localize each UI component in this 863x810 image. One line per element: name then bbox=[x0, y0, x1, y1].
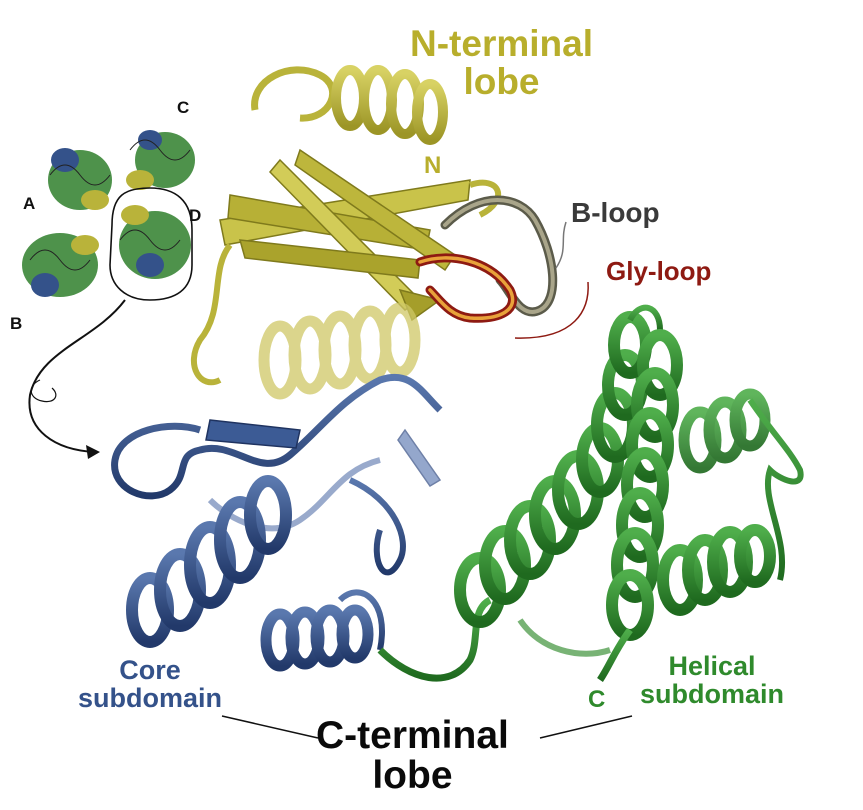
n-lobe-helix bbox=[331, 65, 448, 145]
core-subdomain-label-line-1: Core bbox=[119, 655, 181, 685]
n-terminal-lobe-label-line-1: N-terminal bbox=[410, 23, 593, 64]
c-terminus-label: C bbox=[588, 686, 606, 713]
rotation-arrowhead bbox=[86, 445, 100, 459]
n-terminus-label: N bbox=[424, 152, 442, 179]
core-subdomain-label-line-2: subdomain bbox=[78, 682, 223, 713]
tetramer-subunit-c bbox=[126, 130, 195, 190]
n-terminal-lobe-label-line-2: lobe bbox=[463, 60, 540, 102]
rotation-circle-icon bbox=[30, 379, 57, 403]
tetramer-subunit-b bbox=[22, 233, 99, 297]
core-leader-line bbox=[221, 715, 319, 739]
n-lobe-alpha-c-helix bbox=[258, 302, 421, 400]
b-loop-label: B-loop bbox=[571, 197, 660, 228]
gly-loop-ribbon bbox=[415, 253, 517, 323]
helical-subdomain-bottom-helix bbox=[657, 524, 776, 616]
chain-label-a: A bbox=[23, 194, 36, 213]
n-terminal-lobe-ribbon bbox=[191, 65, 502, 400]
gly-loop-label: Gly-loop bbox=[606, 256, 712, 286]
core-subdomain-label: Core subdomain bbox=[78, 655, 223, 713]
gly-loop-leader-line bbox=[514, 281, 589, 339]
rotation-arrow-icon bbox=[28, 299, 126, 453]
core-subdomain-short-helix bbox=[260, 604, 374, 672]
tetramer-thumbnail bbox=[22, 130, 195, 459]
helical-leader-line bbox=[539, 715, 633, 739]
chain-label-d: D bbox=[189, 206, 202, 225]
core-subdomain-ribbon bbox=[111, 373, 443, 672]
b-loop-leader-line bbox=[555, 221, 567, 269]
c-terminal-lobe-label-line-1: C-terminal bbox=[316, 714, 509, 757]
c-terminal-lobe-label-line-2: lobe bbox=[372, 753, 453, 797]
core-subdomain-helix bbox=[126, 475, 292, 648]
helical-subdomain-ribbon bbox=[377, 304, 804, 682]
tetramer-subunit-d bbox=[119, 205, 191, 279]
tetramer-subunit-a bbox=[48, 148, 112, 210]
chain-label-b: B bbox=[10, 314, 23, 333]
helical-subdomain-label: Helical subdomain bbox=[640, 651, 785, 709]
subunit-d-highlight-outline bbox=[109, 187, 193, 301]
n-lobe-beta-sheet bbox=[219, 148, 471, 322]
chain-label-c: C bbox=[177, 98, 190, 117]
c-terminal-lobe-label: C-terminal lobe bbox=[316, 716, 509, 796]
helical-subdomain-label-line-2: subdomain bbox=[640, 678, 785, 709]
n-terminal-lobe-label: N-terminal lobe bbox=[410, 25, 593, 100]
helical-subdomain-label-line-1: Helical bbox=[668, 651, 756, 681]
